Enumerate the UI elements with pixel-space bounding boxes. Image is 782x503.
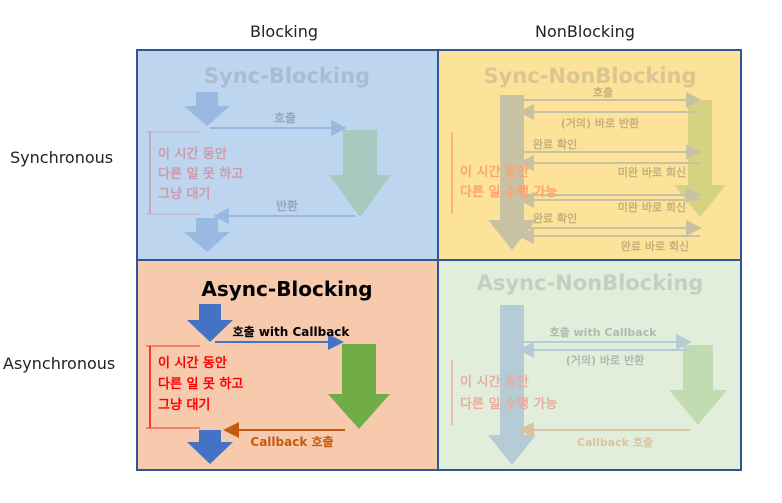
caller-long-arrow bbox=[488, 95, 536, 250]
snb-not-done-label-2: 미완 바로 회신 bbox=[618, 200, 686, 214]
callee-work-arrow bbox=[329, 130, 391, 217]
sync-blocking-title: Sync-Blocking bbox=[204, 64, 370, 88]
ab-caller-arrow-top bbox=[187, 304, 233, 342]
snb-work-text-1: 이 시간 동안 bbox=[460, 164, 529, 180]
return-label: 반환 bbox=[276, 198, 298, 213]
row-header-synchronous: Synchronous bbox=[10, 148, 114, 167]
async-blocking-title: Async-Blocking bbox=[201, 277, 372, 301]
caller-arrow-top bbox=[184, 92, 230, 126]
ab-callback-label: Callback 호출 bbox=[250, 434, 333, 449]
caller-arrow-bottom bbox=[184, 218, 230, 252]
ab-caller-arrow-bottom bbox=[187, 430, 233, 464]
anb-work-text-2: 다른 일 수행 가능 bbox=[460, 396, 557, 412]
async-nonblocking-group: Async-NonBlocking 호출 with Callback (거의) … bbox=[451, 271, 727, 465]
ab-callee-work-arrow bbox=[328, 344, 390, 429]
anb-callee-arrow bbox=[669, 345, 727, 425]
quadrant-async-nonblocking bbox=[438, 260, 741, 470]
ab-call-label: 호출 with Callback bbox=[233, 324, 351, 339]
wait-text-1: 이 시간 동안 bbox=[158, 146, 227, 162]
anb-immediate-return-label: (거의) 바로 반환 bbox=[566, 353, 644, 367]
async-nonblocking-title: Async-NonBlocking bbox=[477, 271, 704, 295]
snb-not-done-label-1: 미완 바로 회신 bbox=[618, 165, 686, 179]
anb-work-text-1: 이 시간 동안 bbox=[460, 374, 529, 390]
wait-text-2: 다른 일 못 하고 bbox=[158, 166, 243, 182]
anb-callback-label: Callback 호출 bbox=[577, 435, 653, 449]
anb-call-label: 호출 with Callback bbox=[549, 325, 657, 339]
snb-call-label: 호출 bbox=[593, 85, 613, 99]
snb-done-label: 완료 바로 회신 bbox=[621, 239, 689, 253]
sync-blocking-group: Sync-Blocking 호출 반환 이 시간 동안 다른 일 못 하고 그냥… bbox=[146, 64, 391, 252]
ab-wait-text-3: 그냥 대기 bbox=[158, 397, 210, 413]
snb-immediate-return-label: (거의) 바로 반환 bbox=[561, 116, 639, 130]
column-header-nonblocking: NonBlocking bbox=[535, 22, 635, 41]
wait-text-3: 그냥 대기 bbox=[158, 186, 210, 202]
ab-wait-text-2: 다른 일 못 하고 bbox=[158, 376, 243, 392]
snb-check-label-1: 완료 확인 bbox=[533, 137, 577, 151]
async-blocking-group: Async-Blocking 호출 with Callback Callback… bbox=[146, 277, 390, 464]
snb-work-text-2: 다른 일 수행 가능 bbox=[460, 184, 557, 200]
ab-wait-text-1: 이 시간 동안 bbox=[158, 355, 227, 371]
sync-nonblocking-title: Sync-NonBlocking bbox=[483, 64, 696, 88]
snb-check-label-2: 완료 확인 bbox=[533, 211, 577, 225]
quadrant-async-blocking bbox=[137, 260, 438, 470]
sync-nonblocking-group: Sync-NonBlocking 호출 (거의) 바로 반환 완료 확인 미완 … bbox=[451, 64, 726, 253]
call-label: 호출 bbox=[274, 110, 296, 125]
row-header-asynchronous: Asynchronous bbox=[3, 354, 116, 373]
quadrant-sync-blocking bbox=[137, 50, 438, 260]
column-header-blocking: Blocking bbox=[250, 22, 319, 41]
